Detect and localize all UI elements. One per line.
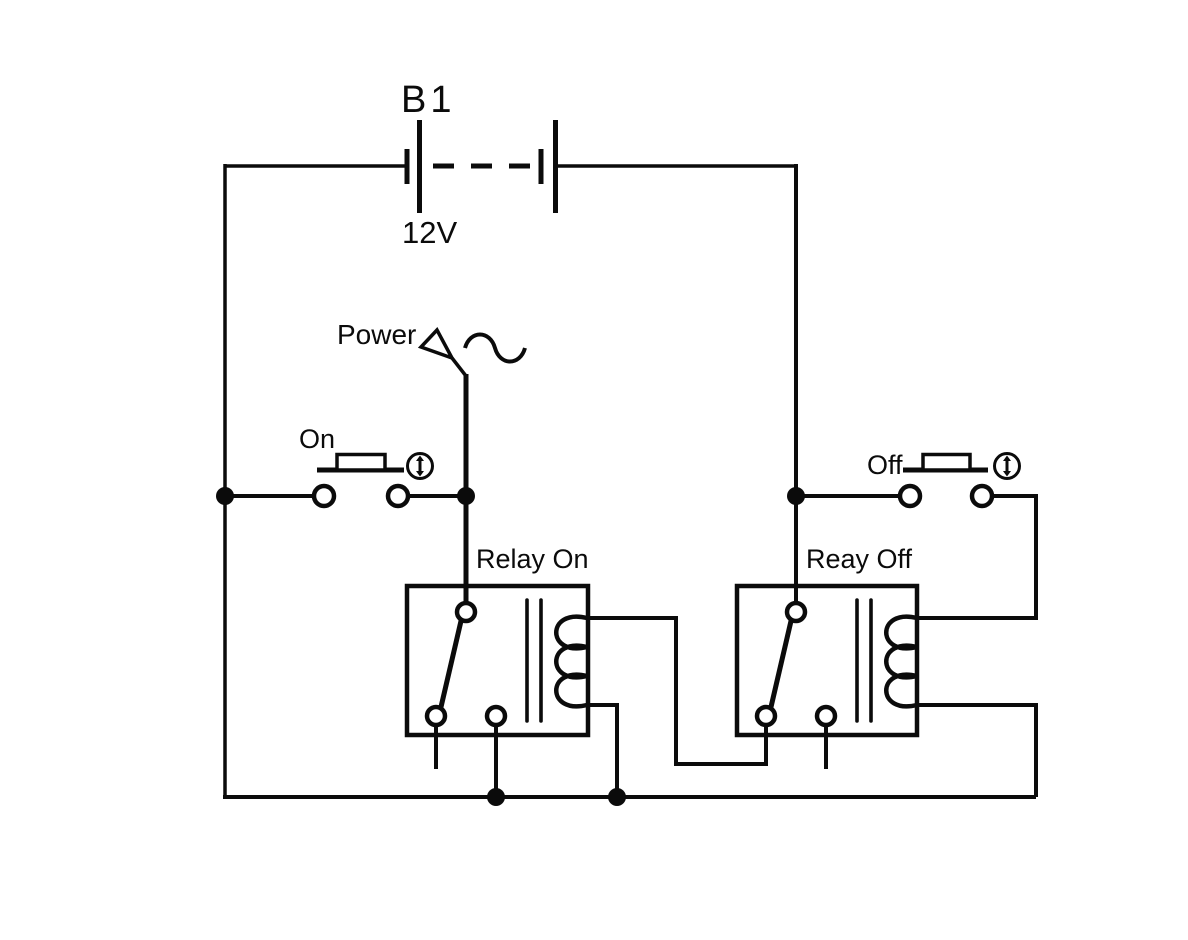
wire-off-to-coil bbox=[917, 494, 1038, 620]
on-terminal-left bbox=[311, 483, 337, 509]
relay-on-switch-common bbox=[454, 600, 478, 624]
power-label: Power bbox=[337, 319, 416, 350]
battery-voltage-label: 12V bbox=[402, 215, 457, 250]
off-button-cap[interactable] bbox=[921, 452, 972, 472]
wire-relayon-coil-to-relayoff-contact bbox=[587, 616, 768, 766]
relay-off-switch-common bbox=[784, 600, 808, 624]
on-pushbutton[interactable]: On bbox=[225, 424, 466, 509]
on-button-label: On bbox=[299, 424, 335, 454]
junction-dot bbox=[457, 487, 475, 505]
battery-designator-label: B1 bbox=[401, 79, 455, 121]
junction-dot bbox=[787, 487, 805, 505]
off-button-label: Off bbox=[867, 450, 903, 480]
junction-dot bbox=[608, 788, 626, 806]
relay-off-label: Reay Off bbox=[806, 544, 913, 574]
off-terminal-right bbox=[969, 483, 995, 509]
wire-relayon-coil-to-rail bbox=[587, 703, 619, 797]
relay-on-switch-arm bbox=[438, 620, 464, 708]
wire-relayoff-coil-to-rail bbox=[917, 703, 1038, 797]
on-terminal-right bbox=[385, 483, 411, 509]
relay-on-label: Relay On bbox=[476, 544, 589, 574]
relay-off-switch-arm bbox=[768, 620, 794, 708]
relay-on-switch-contact bbox=[424, 704, 448, 728]
updown-arrow-icon[interactable] bbox=[406, 452, 434, 480]
relay-on-coil bbox=[554, 614, 588, 709]
relay-on-switch-contact-2 bbox=[484, 704, 508, 728]
junction-dot bbox=[216, 487, 234, 505]
off-terminal-left bbox=[897, 483, 923, 509]
relay-off-coil bbox=[884, 614, 918, 709]
relay-off-switch-contact bbox=[754, 704, 778, 728]
relay-on: Relay On bbox=[404, 544, 591, 797]
relay-off-switch-contact-2 bbox=[814, 704, 838, 728]
power-probe-icon: Power bbox=[337, 319, 527, 378]
relay-off: Reay Off bbox=[734, 544, 920, 769]
junction-dot bbox=[487, 788, 505, 806]
battery-b1: B1 12V bbox=[401, 79, 558, 250]
power-probe-triangle bbox=[417, 327, 456, 362]
off-pushbutton[interactable]: Off bbox=[796, 450, 1038, 620]
updown-arrow-icon[interactable] bbox=[993, 452, 1021, 480]
on-button-cap[interactable] bbox=[335, 452, 387, 472]
power-probe-lead bbox=[450, 356, 468, 378]
power-probe-sine-icon bbox=[463, 332, 527, 364]
